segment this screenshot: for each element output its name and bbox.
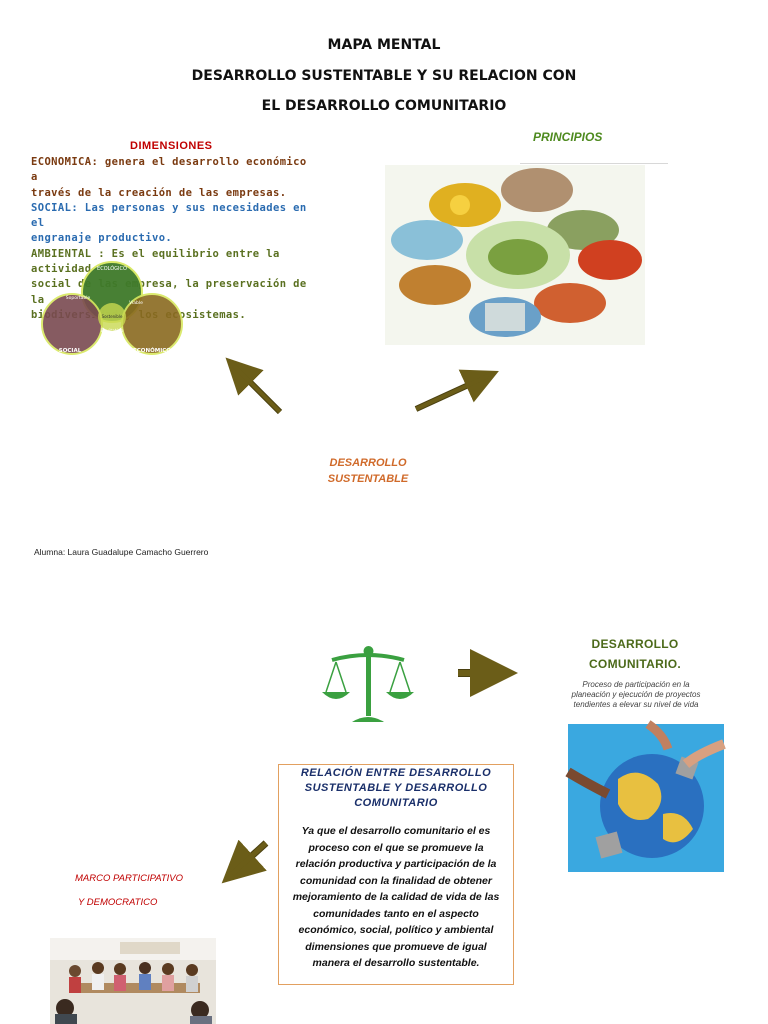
venn-equitativo: Equitativo [101,328,124,334]
relacion-body: Ya que el desarrollo comunitario el es p… [280,823,512,972]
marco-line-2: Y DEMOCRATICO [78,897,158,908]
dc-title-line-1: DESARROLLO [591,637,679,651]
venn-ecologico: ECOLÓGICO [97,265,127,272]
desarrollo-comunitario-description: Proceso de participación en la planeació… [556,680,716,710]
dc-desc-line-1: Proceso de participación en la [582,680,690,689]
globe-hands-image [565,720,726,872]
alumna-name: Alumna: Laura Guadalupe Camacho Guerrero [34,547,209,557]
meeting-photo-image [50,938,216,1024]
relacion-body-line: comunidades tanto en el aspecto [313,907,479,920]
venn-social: SOCIAL [59,348,82,354]
venn-viable: Viable [129,300,143,306]
relacion-body-line: mejoramiento de la calidad de vida de la… [292,891,500,903]
principios-label: PRINCIPIOS [533,130,603,144]
venn-economico: ECONÓMICO [133,347,171,354]
dim-ambiental-1: AMBIENTAL : Es el equilibrio entre la ac… [31,247,280,276]
relacion-body-line: económico, social, político y ambiental [298,924,494,936]
relacion-head-line-2: SUSTENTABLE Y DESARROLLO [304,782,488,794]
dc-desc-line-3: tendientes a elevar su nivel de vida [573,700,699,709]
dimensiones-heading: DIMENSIONES [130,140,213,152]
dc-desc-line-2: planeación y ejecución de proyectos [571,690,701,699]
relacion-body-line: dimensiones que promueve de igual [305,940,487,953]
venn-soportable: Soportable [66,295,91,301]
venn-diagram-image: ECOLÓGICO SOCIAL ECONÓMICO Soportable Vi… [41,261,183,355]
title-mapa-mental: MAPA MENTAL [327,37,441,53]
desarrollo-sustentable-center: DESARROLLO SUSTENTABLE [326,455,410,487]
relacion-head-line-1: RELACIÓN ENTRE DESARROLLO [300,767,492,779]
title-desarrollo-comunitario: EL DESARROLLO COMUNITARIO [261,98,507,114]
relacion-box [278,764,514,985]
dim-economica-1: ECONOMICA: genera el desarrollo económic… [31,156,307,184]
relacion-heading: RELACIÓN ENTRE DESARROLLO SUSTENTABLE Y … [286,766,506,811]
principios-collage-image [385,165,645,345]
center-line-1: DESARROLLO [329,457,407,469]
relacion-body-line: Ya que el desarrollo comunitario el es [301,825,491,837]
marco-line-1: MARCO PARTICIPATIVO [75,873,184,884]
dim-social-2: engranaje productivo. [31,232,173,245]
venn-sostenible: Sostenible [102,314,123,319]
title-desarrollo-sustentable: DESARROLLO SUSTENTABLE Y SU RELACION CON [191,68,577,84]
arrow-to-principios-inner [415,374,489,411]
relacion-body-line: relación productiva y participación de l… [295,858,497,870]
center-line-2: SUSTENTABLE [327,473,409,485]
principios-divider [520,163,668,164]
relacion-body-line: manera el desarrollo sustentable. [312,957,480,969]
relacion-body-line: comunidad con la finalidad de obtener [300,874,492,887]
arrow-to-dimensiones-inner [232,364,282,414]
dim-social-1: SOCIAL: Las personas y sus necesidades e… [31,201,307,230]
relacion-body-line: proceso con el que se promueve la [308,841,484,854]
dim-economica-2: través de la creación de las empresas. [31,186,287,199]
relacion-head-line-3: COMUNITARIO [354,797,438,809]
balance-scale-icon [322,646,414,722]
arrow-to-marco-inner [230,841,268,876]
desarrollo-comunitario-title: DESARROLLO COMUNITARIO. [560,634,710,674]
dc-title-line-2: COMUNITARIO. [588,657,682,671]
